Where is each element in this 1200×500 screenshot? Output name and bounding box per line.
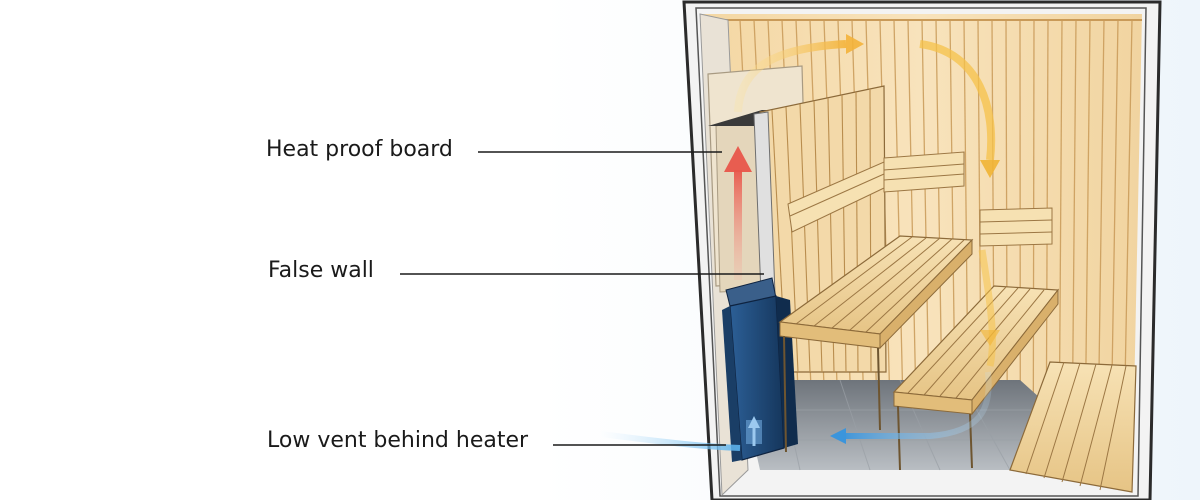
- hot-air-arrow: [724, 146, 752, 280]
- wall-plank-line: [1097, 19, 1105, 401]
- lower-back-rest: [979, 207, 1053, 247]
- wall-plank-line: [893, 19, 904, 401]
- label-false-wall: False wall: [268, 258, 374, 283]
- heater-updraft-arrow: [748, 416, 760, 446]
- airflow-arrows: [599, 34, 1000, 451]
- leader-lines: [400, 151, 764, 446]
- upper-bench: [778, 235, 974, 453]
- wall-plank-line: [1071, 19, 1077, 401]
- wall-plank-line: [1084, 19, 1091, 401]
- warm-air-arrow-lower: [978, 249, 1000, 367]
- duckboard: [1009, 361, 1137, 493]
- lower-bench: [892, 285, 1060, 471]
- wall-plank-line: [1058, 19, 1063, 401]
- wall-plank-line: [935, 19, 943, 401]
- label-heat-proof-board: Heat proof board: [266, 137, 453, 162]
- warm-air-arrow-down: [919, 40, 1000, 178]
- wall-plank-line: [1110, 19, 1119, 401]
- vent-air-stream: [599, 431, 741, 451]
- label-low-vent: Low vent behind heater: [267, 428, 529, 453]
- wall-plank-line: [907, 19, 917, 401]
- warm-air-arrow-top: [734, 34, 864, 113]
- heater: [722, 277, 798, 462]
- upper-back-rest: [787, 151, 965, 233]
- wall-plank-line: [1124, 19, 1133, 401]
- cool-air-arrow: [830, 371, 992, 444]
- wall-plank-line: [921, 19, 930, 401]
